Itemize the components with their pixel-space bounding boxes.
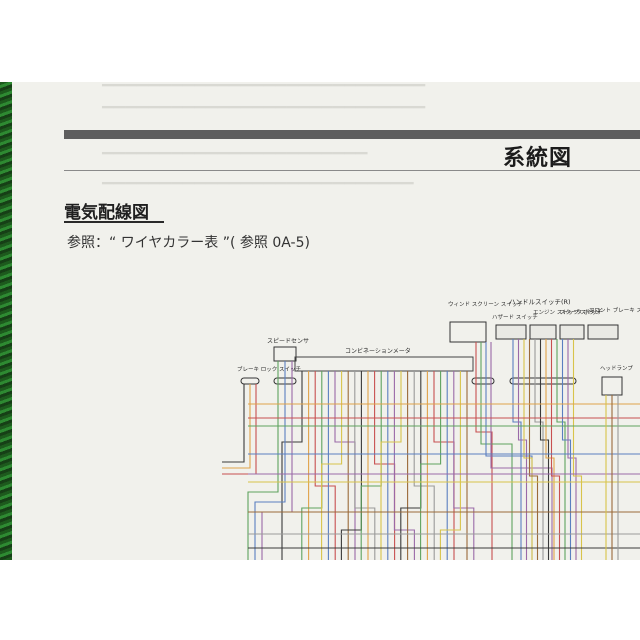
wire [393, 371, 415, 560]
starter-button-box [559, 324, 585, 340]
headlamp-box [601, 376, 623, 396]
combination-meter-label: コンビネーションメータ [345, 347, 411, 355]
brake-lock-switch-label: ブレーキ ロック スイッチ [237, 365, 301, 373]
wire [534, 339, 544, 560]
wire [485, 342, 533, 560]
wire [545, 339, 555, 560]
wire [453, 371, 475, 560]
manual-page: ▔▔▔▔▔▔▔▔▔▔▔▔▔▔▔▔▔▔▔▔▔▔▔▔▔▔▔▔ ▔▔▔▔▔▔▔▔▔▔▔… [12, 82, 640, 560]
wire [354, 371, 376, 560]
wire [475, 342, 493, 560]
wire [222, 384, 245, 463]
reference-note: 参照：“ ワイヤカラー表 ”( 参照 0A-5) [67, 235, 310, 251]
wire [523, 339, 533, 560]
wire [380, 371, 402, 560]
wire [567, 339, 577, 560]
starter-button-label: スタータ ボタン [560, 308, 601, 316]
wire [420, 371, 442, 560]
heading-underline [64, 221, 164, 223]
wire [254, 361, 286, 560]
wire [572, 339, 583, 560]
speed-sensor-box [273, 346, 297, 362]
wire [334, 371, 356, 560]
combination-meter-box [294, 356, 474, 372]
wiring-diagram: ブレーキ ロック スイッチ スピードセンサ コンビネーションメータ ウィンド ス… [222, 298, 640, 560]
wire [222, 384, 251, 469]
wire [340, 371, 362, 560]
wire [374, 371, 396, 560]
section-title: 系統図 [503, 146, 573, 171]
wire [512, 339, 522, 560]
connector [240, 377, 260, 385]
wire [556, 339, 566, 560]
wire [413, 371, 435, 560]
wire [360, 371, 382, 560]
wire [539, 339, 550, 560]
header-rule [64, 130, 640, 139]
engine-stop-switch-box [529, 324, 557, 340]
bleed-through-text: ▔▔▔▔▔▔▔▔▔▔▔▔▔▔▔▔▔▔▔▔▔▔▔▔▔▔▔ [102, 182, 414, 200]
wire [321, 371, 343, 560]
wire-harness [222, 339, 640, 560]
wire [222, 384, 257, 475]
wire [550, 339, 561, 560]
wiring-diagram-heading: 電気配線図 [64, 203, 149, 223]
wire [561, 339, 572, 560]
bleed-through-text: ▔▔▔▔▔▔▔▔▔▔▔▔▔▔▔▔▔▔▔▔▔▔▔ [102, 152, 368, 170]
wire [261, 361, 293, 560]
handle-switch-r-label: ハンドルスイッチ(R) [509, 298, 571, 306]
wire [480, 342, 513, 560]
front-brake-switch-label: フロント ブレーキ スイッチ [589, 306, 640, 314]
speed-sensor-label: スピードセンサ [267, 338, 309, 345]
wire [517, 339, 528, 560]
hazard-switch-label: ハザード スイッチ [492, 314, 538, 321]
windscreen-switch-box [449, 321, 487, 343]
connector [471, 377, 495, 385]
green-background-strip [0, 82, 14, 560]
windscreen-switch-label: ウィンド スクリーン スイッチ [448, 300, 523, 308]
header-thin-rule [64, 170, 640, 171]
wire [400, 371, 422, 560]
bleed-through-text: ▔▔▔▔▔▔▔▔▔▔▔▔▔▔▔▔▔▔▔▔▔▔▔▔▔▔▔▔ [102, 84, 425, 102]
headlamp-label: ヘッドランプ [600, 365, 633, 372]
wire [528, 339, 539, 560]
wire [301, 371, 323, 560]
wire [314, 371, 336, 560]
wire [433, 371, 455, 560]
engine-stop-switch-label: エンジン ストップ スイッチ [533, 309, 603, 316]
hazard-switch-box [495, 324, 527, 340]
bleed-through-text: ▔▔▔▔▔▔▔▔▔▔▔▔▔▔▔▔▔▔▔▔▔▔▔▔▔▔▔▔ [102, 106, 425, 124]
connector [509, 377, 577, 385]
wire [439, 371, 461, 560]
wire [247, 361, 279, 560]
front-brake-switch-box [587, 324, 619, 340]
